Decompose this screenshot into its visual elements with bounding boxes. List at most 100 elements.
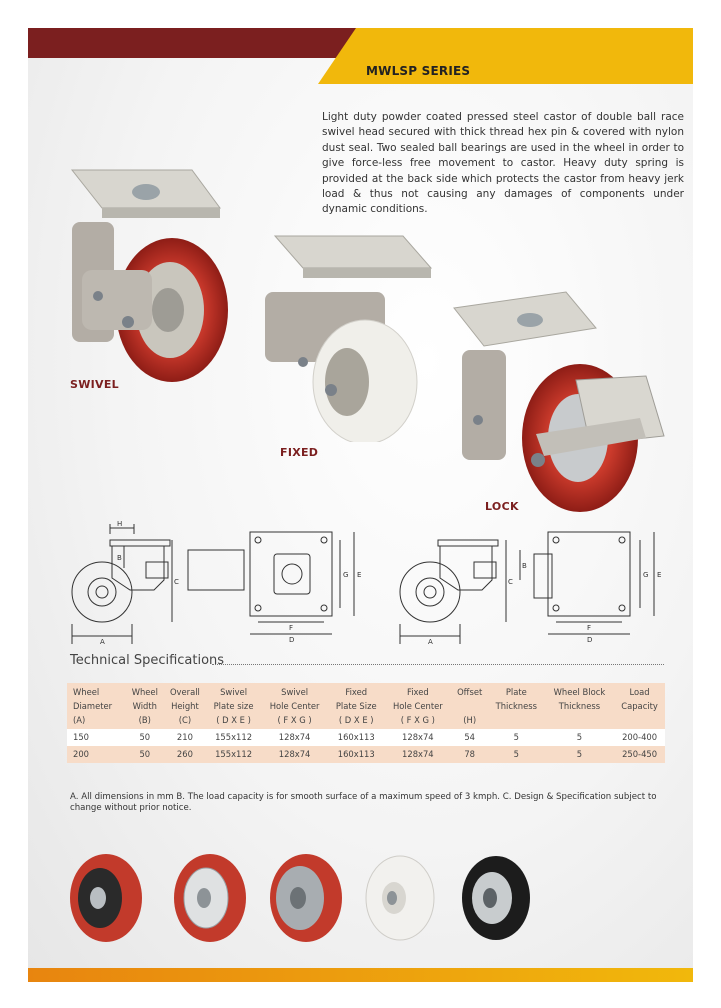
- spec-header-line: (C): [178, 715, 192, 725]
- spec-table-cell: 78: [451, 746, 488, 763]
- spec-header-line: Hole Center: [269, 701, 320, 711]
- dim-label-g-swivel: G: [343, 571, 348, 579]
- spec-header-line: Thickness: [495, 701, 537, 711]
- product-description: Light duty powder coated pressed steel c…: [322, 111, 684, 216]
- dim-label-b-swivel: B: [117, 554, 122, 562]
- wheel-white-nylon: [365, 855, 435, 941]
- header-gold-band: [318, 28, 693, 84]
- spec-table-cell: 150: [67, 729, 126, 746]
- spec-header-line: [616, 713, 663, 727]
- spec-header-line: Fixed: [345, 687, 368, 697]
- spec-table-cell: 128x74: [260, 746, 329, 763]
- lock-top-drawing: [533, 531, 655, 635]
- wheel-black-rubber: [462, 856, 530, 940]
- spec-header-line: Plate: [505, 687, 527, 697]
- spec-table-cell: 50: [125, 729, 164, 746]
- spec-table-cell: 160x113: [328, 746, 385, 763]
- swivel-side-drawing: [71, 524, 173, 644]
- spec-header-line: (H): [463, 715, 477, 725]
- spec-header-line: Width: [132, 701, 157, 711]
- dim-label-c-swivel: C: [174, 578, 179, 586]
- spec-table-cell: 260: [163, 746, 207, 763]
- spec-header-line: Capacity: [621, 701, 658, 711]
- dim-label-d-lock: D: [587, 636, 592, 644]
- spec-table-cell: 128x74: [384, 746, 452, 763]
- dim-label-a-lock: A: [428, 638, 433, 646]
- spec-table-cell: 5: [487, 729, 545, 746]
- dim-label-d-swivel: D: [289, 636, 294, 644]
- spec-header-line: Plate size: [213, 701, 254, 711]
- spec-header-cell: Offset (H): [451, 683, 488, 729]
- fixed-castor-image: [265, 235, 433, 442]
- spec-header-line: Offset: [457, 687, 483, 697]
- spec-table-cell: 54: [451, 729, 488, 746]
- spec-table-cell: 200: [67, 746, 126, 763]
- spec-header-line: Hole Center: [392, 701, 443, 711]
- dim-label-e-lock: E: [657, 571, 661, 579]
- header-dark-band: [28, 28, 358, 58]
- spec-header-line: [490, 713, 543, 727]
- spec-table-cell: 5: [487, 746, 545, 763]
- spec-table-cell: 250-450: [614, 746, 665, 763]
- spec-header-line: Fixed: [406, 687, 429, 697]
- dim-label-h: H: [117, 520, 122, 528]
- spec-table-cell: 128x74: [384, 729, 452, 746]
- spec-header-line: ( F X G ): [400, 715, 435, 725]
- footer-bar: [28, 968, 693, 982]
- tech-spec-title: Technical Specifications: [70, 653, 225, 668]
- spec-header-line: Overall: [169, 687, 200, 697]
- spec-header-line: Swivel: [281, 687, 309, 697]
- spec-header-line: Load: [629, 687, 650, 697]
- tech-spec-dotted-rule: [212, 664, 664, 665]
- dim-label-f-swivel: F: [289, 624, 293, 632]
- spec-header-line: Height: [171, 701, 199, 711]
- dim-label-b-lock: B: [522, 562, 527, 570]
- spec-table-cell: 50: [125, 746, 164, 763]
- spec-header-line: [453, 699, 485, 713]
- spec-header-line: Plate Size: [335, 701, 377, 711]
- spec-header-line: (A): [73, 715, 86, 725]
- wheel-red-black-hub: [70, 854, 142, 942]
- lock-label: LOCK: [485, 500, 519, 513]
- wheel-lineup: [70, 854, 530, 942]
- series-title: MWLSP SERIES: [366, 64, 471, 78]
- spec-header-line: Wheel Block: [553, 687, 606, 697]
- spec-header-line: Wheel: [73, 687, 100, 697]
- dimension-drawings: H B C A G E F D C B A G E F D: [71, 520, 661, 646]
- fixed-label: FIXED: [280, 446, 319, 459]
- dim-label-c-lock: C: [508, 578, 513, 586]
- swivel-label: SWIVEL: [70, 378, 119, 391]
- spec-table-cell: 5: [544, 746, 615, 763]
- spec-table-cell: 200-400: [614, 729, 665, 746]
- wheel-red-silver-hub: [174, 854, 246, 942]
- spec-header-line: [547, 713, 612, 727]
- spec-header-line: (B): [138, 715, 151, 725]
- dim-label-a-swivel: A: [100, 638, 105, 646]
- wheel-red-alloy-hub: [270, 854, 342, 942]
- dim-label-g-lock: G: [643, 571, 648, 579]
- spec-table-cell: 155x112: [206, 729, 261, 746]
- spec-header-line: ( D X E ): [216, 715, 251, 725]
- dim-label-e-swivel: E: [357, 571, 361, 579]
- spec-header-line: Wheel: [131, 687, 158, 697]
- lock-castor-image: [453, 291, 665, 512]
- spec-table-cell: 5: [544, 729, 615, 746]
- swivel-top-drawing: [187, 531, 355, 635]
- spec-table-cell: 128x74: [260, 729, 329, 746]
- swivel-castor-image: [70, 169, 228, 382]
